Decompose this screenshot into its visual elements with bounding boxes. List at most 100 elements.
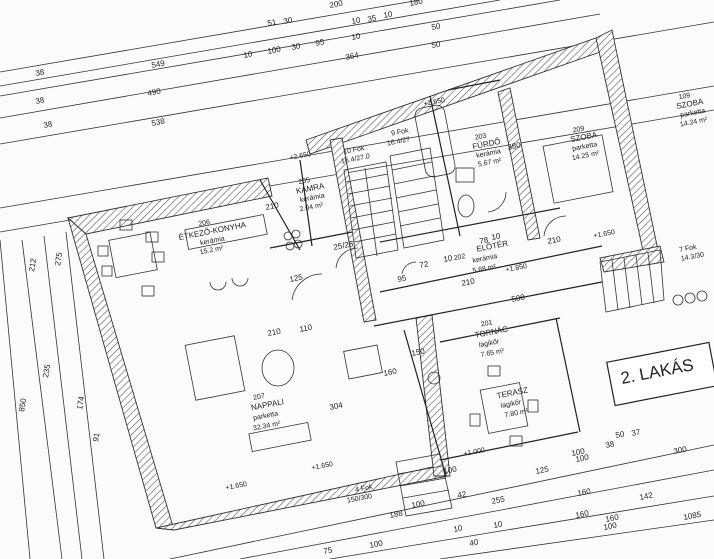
svg-text:203: 203 [474, 133, 487, 142]
level-porch: +1.000 [463, 447, 486, 458]
dimension-label: 40 [469, 537, 480, 548]
dimension-label: 10 [491, 231, 502, 242]
dimension-label: 100 [369, 538, 384, 549]
dimension-label: 380 [507, 140, 522, 151]
dimension-label: 100 [267, 44, 282, 55]
dimension-label: 50 [431, 39, 442, 50]
door-swing [291, 273, 323, 301]
stove-burner [285, 241, 295, 251]
terrace-chair [469, 413, 481, 427]
terrace-chair [487, 365, 501, 377]
door-swing [543, 215, 567, 237]
dimension-label: 160 [575, 508, 590, 519]
stove-burner [293, 239, 303, 249]
dining-chair [151, 251, 165, 263]
svg-text:kerámia: kerámia [200, 235, 226, 247]
door-swing [335, 247, 359, 269]
dining-chair [119, 219, 133, 231]
stove-burner [283, 231, 293, 241]
level-hall: +1.850 [505, 263, 528, 274]
dimension-label: 100 [575, 452, 590, 463]
level-bath: +2.650 [423, 97, 446, 108]
terrace-chair [509, 435, 523, 447]
svg-text:2.04 m²: 2.04 m² [299, 202, 324, 214]
terrace-table [479, 382, 529, 434]
dimension-label: 38 [35, 95, 46, 106]
dimension-label: 508 [511, 292, 526, 303]
svg-text:14.3/30: 14.3/30 [680, 251, 704, 262]
dimension-label: 100 [571, 446, 586, 457]
dimension-label: 210 [547, 234, 562, 245]
svg-text:206: 206 [198, 219, 211, 228]
staircase-bottom [395, 453, 453, 517]
dimension-label: 538 [151, 116, 166, 127]
dimension-label: 255 [491, 494, 506, 505]
dimension-label: 150 [411, 346, 426, 357]
stair-label-right: 7 Fok 14.3/30 [679, 244, 705, 263]
dining-chair [97, 245, 109, 257]
apartment-stamp: 2. LAKÁS [606, 341, 714, 407]
dimension-label: 95 [315, 37, 326, 48]
svg-text:202: 202 [453, 253, 466, 262]
svg-text:7.80 m²: 7.80 m² [504, 408, 529, 420]
svg-text:lagikőr: lagikőr [500, 399, 522, 410]
door-swing [487, 191, 507, 213]
dimension-label: 38 [43, 119, 54, 130]
dimension-label: 549 [151, 58, 166, 69]
dimension-label: 210 [267, 326, 282, 337]
svg-text:kerámia: kerámia [299, 192, 325, 204]
level-living: +1.650 [311, 461, 334, 472]
svg-text:parketta: parketta [680, 108, 706, 120]
svg-text:parketta: parketta [572, 141, 598, 153]
dimension-label: 160 [383, 366, 398, 377]
dimension-label: 91 [91, 431, 102, 442]
dimension-label: 174 [75, 395, 86, 410]
dimension-label: 304 [329, 400, 344, 411]
svg-text:lagikőr: lagikőr [478, 338, 500, 349]
dining-chair [141, 285, 155, 297]
toilet [457, 194, 475, 218]
stove-burner [291, 229, 301, 239]
stair-label-bottom: 4 Fok 150/300 [347, 484, 374, 505]
svg-text:kerámia: kerámia [476, 148, 502, 160]
svg-text:109: 109 [678, 92, 691, 101]
dimension-label: 75 [323, 545, 334, 556]
svg-text:207: 207 [253, 393, 266, 402]
furniture [97, 104, 708, 453]
svg-text:150/300: 150/300 [347, 493, 373, 505]
level-living2: +1.650 [225, 481, 248, 492]
dimension-label: 10 [351, 31, 362, 42]
svg-text:16.4/27: 16.4/27 [386, 136, 410, 147]
bar-stools [209, 277, 249, 291]
staircase-right [599, 249, 665, 313]
dimension-label: 364 [345, 50, 360, 61]
column [672, 294, 684, 306]
dimension-label: 38 [605, 439, 616, 450]
column [684, 292, 696, 304]
dimension-label: 160 [577, 486, 592, 497]
dimension-label: 100 [603, 520, 618, 531]
dimension-label: 72 [419, 259, 430, 270]
svg-text:4 Fok: 4 Fok [355, 484, 374, 494]
dimension-label: 37 [631, 427, 642, 438]
bed [542, 134, 614, 204]
dining-table [108, 231, 158, 279]
svg-text:5.68 m²: 5.68 m² [472, 263, 497, 275]
terrace-chair [527, 399, 539, 413]
level-markers: +2.650 +2.650 +1.850 +1.000 +1.650 +1.65… [225, 97, 616, 492]
dimension-label: 10 [243, 49, 254, 60]
dimension-label: 10 [351, 15, 362, 26]
dimension-label: 30 [283, 15, 294, 26]
svg-text:209: 209 [572, 125, 585, 134]
dimension-label: 490 [147, 86, 162, 97]
top-dimension-lines [0, 0, 714, 233]
svg-text:15.2 m²: 15.2 m² [199, 245, 224, 257]
wash-basin [455, 167, 475, 183]
staircase-main [343, 147, 445, 259]
dining-chair [145, 231, 159, 243]
bottom-dimension-lines [169, 444, 714, 559]
dimension-label: 35 [367, 13, 378, 24]
